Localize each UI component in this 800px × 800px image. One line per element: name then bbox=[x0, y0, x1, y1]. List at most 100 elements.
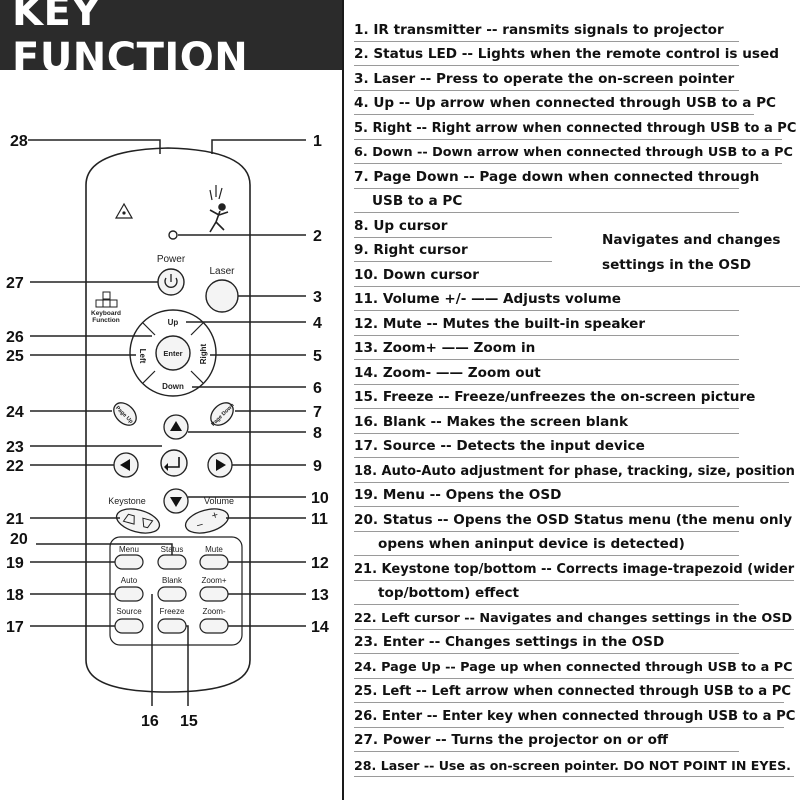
volume-plus-label: + bbox=[210, 509, 219, 522]
usb-right-button[interactable]: Right bbox=[199, 343, 208, 364]
callout-6: 6 bbox=[313, 380, 322, 397]
cursor-group-note-1: Navigates and changes bbox=[602, 232, 781, 248]
key-item-underline bbox=[354, 678, 794, 679]
key-item-underline bbox=[354, 776, 794, 777]
key-item-13: 13. Zoom+ —— Zoom in bbox=[354, 340, 536, 356]
key-item-17: 17. Source -- Detects the input device bbox=[354, 438, 645, 454]
header-banner: KEY FUNCTION bbox=[0, 0, 342, 81]
callout-9: 9 bbox=[313, 458, 322, 475]
key-item-19: 19. Menu -- Opens the OSD bbox=[354, 487, 562, 503]
callout-3: 3 bbox=[313, 289, 322, 306]
callout-28: 28 bbox=[10, 133, 28, 150]
key-item-10: 10. Down cursor bbox=[354, 267, 479, 283]
key-item-underline bbox=[354, 286, 800, 287]
callout-25: 25 bbox=[6, 348, 24, 365]
cursor-down-button[interactable] bbox=[163, 488, 189, 514]
cursor-enter-button[interactable] bbox=[160, 449, 188, 477]
zoom-minus-button[interactable] bbox=[199, 618, 229, 634]
key-item-underline bbox=[354, 629, 794, 630]
arrow-up-icon bbox=[170, 421, 182, 431]
key-item-21: 21. Keystone top/bottom -- Corrects imag… bbox=[354, 562, 795, 577]
key-item-28: 28. Laser -- Use as on-screen pointer. D… bbox=[354, 758, 791, 773]
power-button[interactable] bbox=[157, 268, 185, 296]
key-item-1: 1. IR transmitter -- ransmits signals to… bbox=[354, 22, 724, 38]
page-up-button[interactable]: Page Up bbox=[109, 398, 140, 429]
cursor-left-button[interactable] bbox=[113, 452, 139, 478]
laser-warning-icon bbox=[114, 202, 134, 219]
key-item-11: 11. Volume +/- —— Adjusts volume bbox=[354, 291, 621, 307]
volume-button[interactable]: − + bbox=[183, 505, 231, 538]
auto-button[interactable] bbox=[114, 586, 144, 602]
cursor-right-button[interactable] bbox=[207, 452, 233, 478]
zoom-plus-button[interactable] bbox=[199, 586, 229, 602]
usb-left-button[interactable]: Left bbox=[138, 349, 147, 364]
usb-enter-label: Enter bbox=[163, 349, 182, 358]
mute-button[interactable] bbox=[199, 554, 229, 570]
key-item-underline bbox=[354, 261, 552, 262]
key-item-underline bbox=[354, 41, 739, 42]
key-item-underline bbox=[354, 457, 739, 458]
arrow-down-icon bbox=[170, 497, 182, 507]
callout-24: 24 bbox=[6, 404, 24, 421]
source-label: Source bbox=[116, 607, 142, 616]
key-item-underline bbox=[354, 604, 739, 605]
auto-label: Auto bbox=[121, 576, 138, 585]
freeze-label: Freeze bbox=[160, 607, 185, 616]
callout-16: 16 bbox=[141, 713, 159, 730]
key-item-27: 27. Power -- Turns the projector on or o… bbox=[354, 732, 668, 748]
column-divider bbox=[342, 0, 344, 800]
source-button[interactable] bbox=[114, 618, 144, 634]
key-function-list: 1. IR transmitter -- ransmits signals to… bbox=[344, 0, 800, 800]
figure-logo-icon bbox=[209, 185, 229, 233]
page-title: KEY FUNCTION bbox=[12, 0, 249, 81]
cursor-group-note-2: settings in the OSD bbox=[602, 257, 752, 273]
key-item-underline bbox=[354, 188, 739, 189]
key-item-22: 22. Left cursor -- Navigates and changes… bbox=[354, 611, 793, 626]
callout-11: 11 bbox=[311, 511, 328, 528]
callout-4: 4 bbox=[313, 315, 322, 332]
usb-down-button[interactable]: Down bbox=[162, 382, 184, 391]
callout-22: 22 bbox=[6, 458, 24, 475]
zoom-plus-label: Zoom+ bbox=[201, 576, 226, 585]
keystone-button[interactable] bbox=[114, 505, 162, 538]
key-item-9: 9. Right cursor bbox=[354, 242, 468, 258]
zoom-minus-label: Zoom- bbox=[202, 607, 225, 616]
callout-12: 12 bbox=[311, 555, 329, 572]
callout-18: 18 bbox=[6, 587, 24, 604]
key-item-18: 18. Auto-Auto adjustment for phase, trac… bbox=[354, 464, 795, 479]
menu-label: Menu bbox=[119, 545, 139, 554]
key-item-26: 26. Enter -- Enter key when connected th… bbox=[354, 709, 796, 724]
status-button[interactable] bbox=[157, 554, 187, 570]
blank-button[interactable] bbox=[157, 586, 187, 602]
blank-label: Blank bbox=[162, 576, 183, 585]
menu-button[interactable] bbox=[114, 554, 144, 570]
key-item-6: 6. Down -- Down arrow when connected thr… bbox=[354, 145, 793, 160]
key-item-underline bbox=[354, 506, 739, 507]
freeze-button[interactable] bbox=[157, 618, 187, 634]
key-item-underline bbox=[354, 90, 739, 91]
key-item-underline bbox=[354, 359, 739, 360]
key-item-14: 14. Zoom- —— Zoom out bbox=[354, 365, 541, 381]
key-item-4: 4. Up -- Up arrow when connected through… bbox=[354, 95, 777, 111]
key-item-25: 25. Left -- Left arrow when connected th… bbox=[354, 684, 792, 699]
usb-up-button[interactable]: Up bbox=[168, 318, 179, 327]
laser-button[interactable] bbox=[205, 279, 239, 313]
callout-20: 20 bbox=[10, 531, 28, 548]
cursor-up-button[interactable] bbox=[163, 414, 189, 440]
key-item-underline bbox=[354, 65, 739, 66]
usb-enter-button[interactable] bbox=[155, 335, 191, 371]
mute-label: Mute bbox=[205, 545, 223, 554]
key-item-20-cont: opens when aninput device is detected) bbox=[378, 536, 685, 552]
volume-label: Volume bbox=[204, 496, 234, 506]
key-item-underline bbox=[354, 163, 782, 164]
callout-21: 21 bbox=[6, 511, 24, 528]
key-item-5: 5. Right -- Right arrow when connected t… bbox=[354, 121, 797, 136]
callout-10: 10 bbox=[311, 490, 329, 507]
key-item-2: 2. Status LED -- Lights when the remote … bbox=[354, 46, 779, 62]
callout-14: 14 bbox=[311, 619, 329, 636]
key-item-underline bbox=[354, 702, 784, 703]
key-item-underline bbox=[354, 531, 739, 532]
keyboard-function-icon bbox=[95, 291, 118, 308]
arrow-right-icon bbox=[216, 459, 226, 471]
key-item-24: 24. Page Up -- Page up when connected th… bbox=[354, 660, 793, 675]
